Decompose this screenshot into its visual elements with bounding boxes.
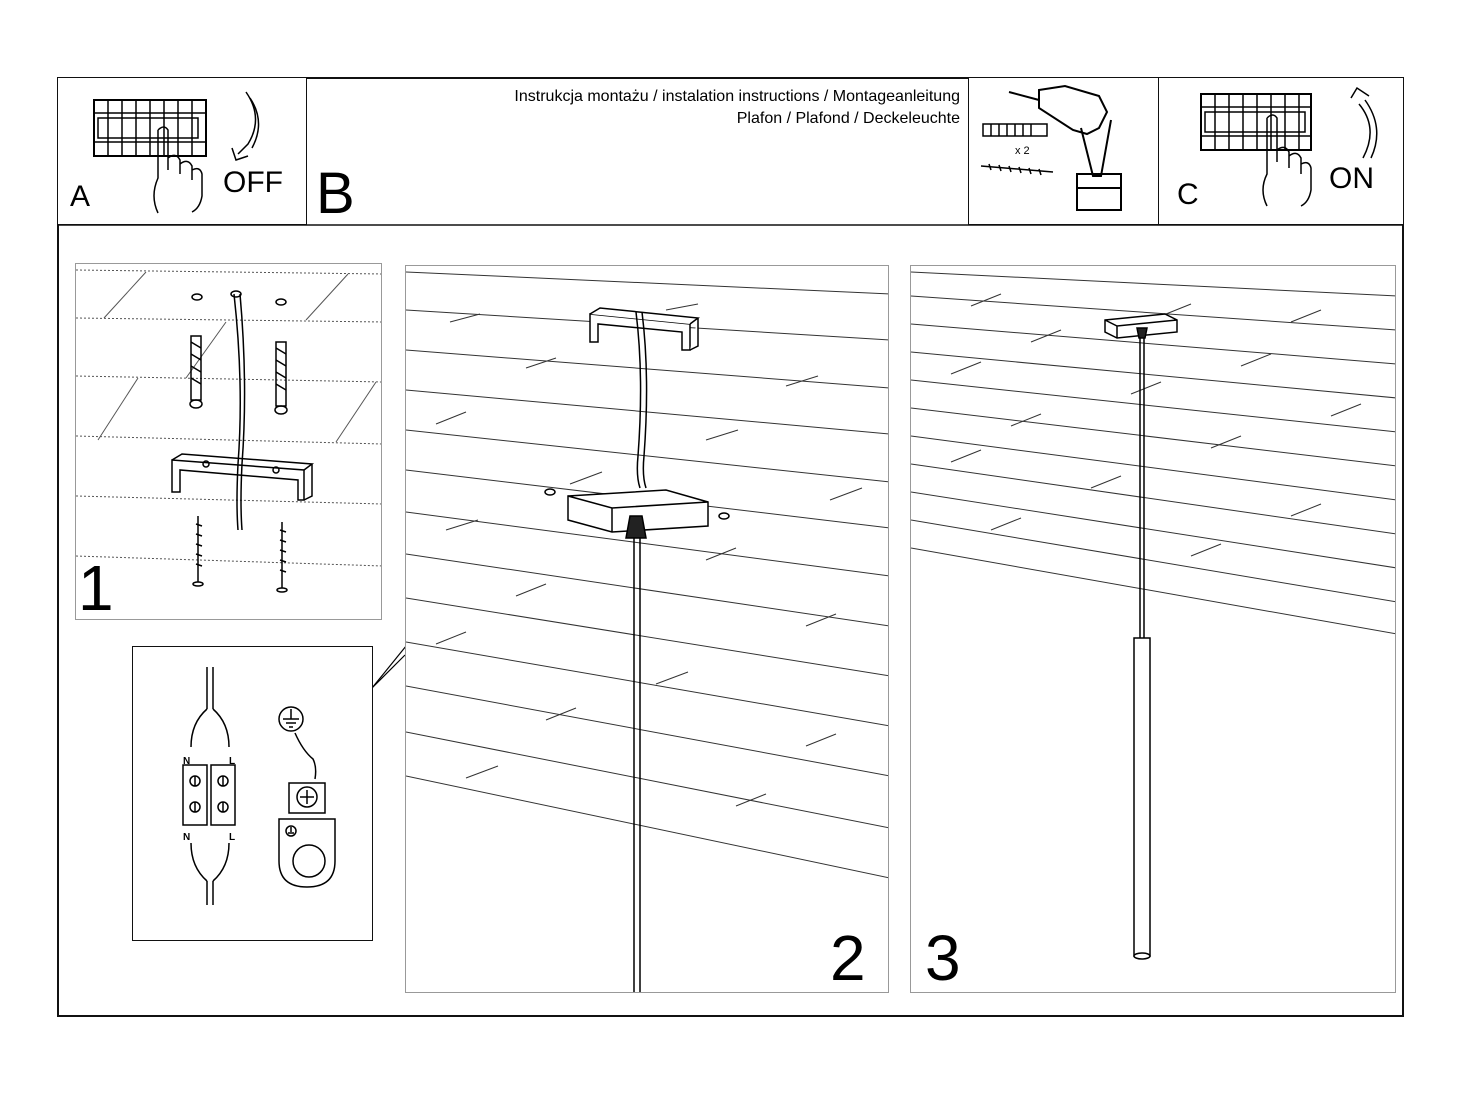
- instruction-sheet-frame: [57, 77, 1404, 1017]
- header-title-line2: Plafon / Plafond / Deckeleuchte: [736, 110, 960, 127]
- step-c-box: C ON: [1158, 77, 1404, 225]
- step-b-letter: B: [316, 161, 355, 226]
- hand-pointer-icon: [1262, 114, 1312, 207]
- terminal-l-top: L: [229, 756, 236, 767]
- header-title-line1: Instrukcja montażu / instalation instruc…: [514, 88, 960, 105]
- step-a-letter: A: [70, 180, 91, 213]
- ground-symbol-icon: [278, 706, 304, 732]
- wiring-detail-inset: N L N L: [132, 646, 373, 941]
- step-2-number: 2: [830, 922, 866, 993]
- step-b-box: x 2: [968, 77, 1160, 225]
- off-label: OFF: [223, 166, 283, 199]
- circuit-breaker-icon: [1200, 86, 1378, 207]
- step-a-box: A OFF: [57, 77, 307, 225]
- hand-pointer-icon: [153, 126, 203, 214]
- power-drill-icon: [1008, 84, 1122, 211]
- step-c-letter: C: [1177, 178, 1199, 211]
- circuit-breaker-icon: [93, 91, 260, 214]
- screw-icon: [980, 163, 1054, 176]
- step-1-number: 1: [78, 552, 114, 620]
- curved-arrow-up-icon: [1350, 86, 1378, 159]
- terminal-l-bottom: L: [229, 832, 236, 843]
- step-3-number: 3: [925, 922, 961, 993]
- step-2-panel: 2: [405, 265, 889, 993]
- curved-arrow-down-icon: [231, 91, 260, 161]
- terminal-n-bottom: N: [183, 832, 191, 843]
- on-label: ON: [1329, 162, 1374, 195]
- wall-plug-icon: [982, 123, 1048, 137]
- anchor-quantity: x 2: [1015, 145, 1030, 157]
- step-1-panel: 1: [75, 263, 382, 620]
- terminal-n-top: N: [183, 756, 191, 767]
- step-3-panel: 3: [910, 265, 1396, 993]
